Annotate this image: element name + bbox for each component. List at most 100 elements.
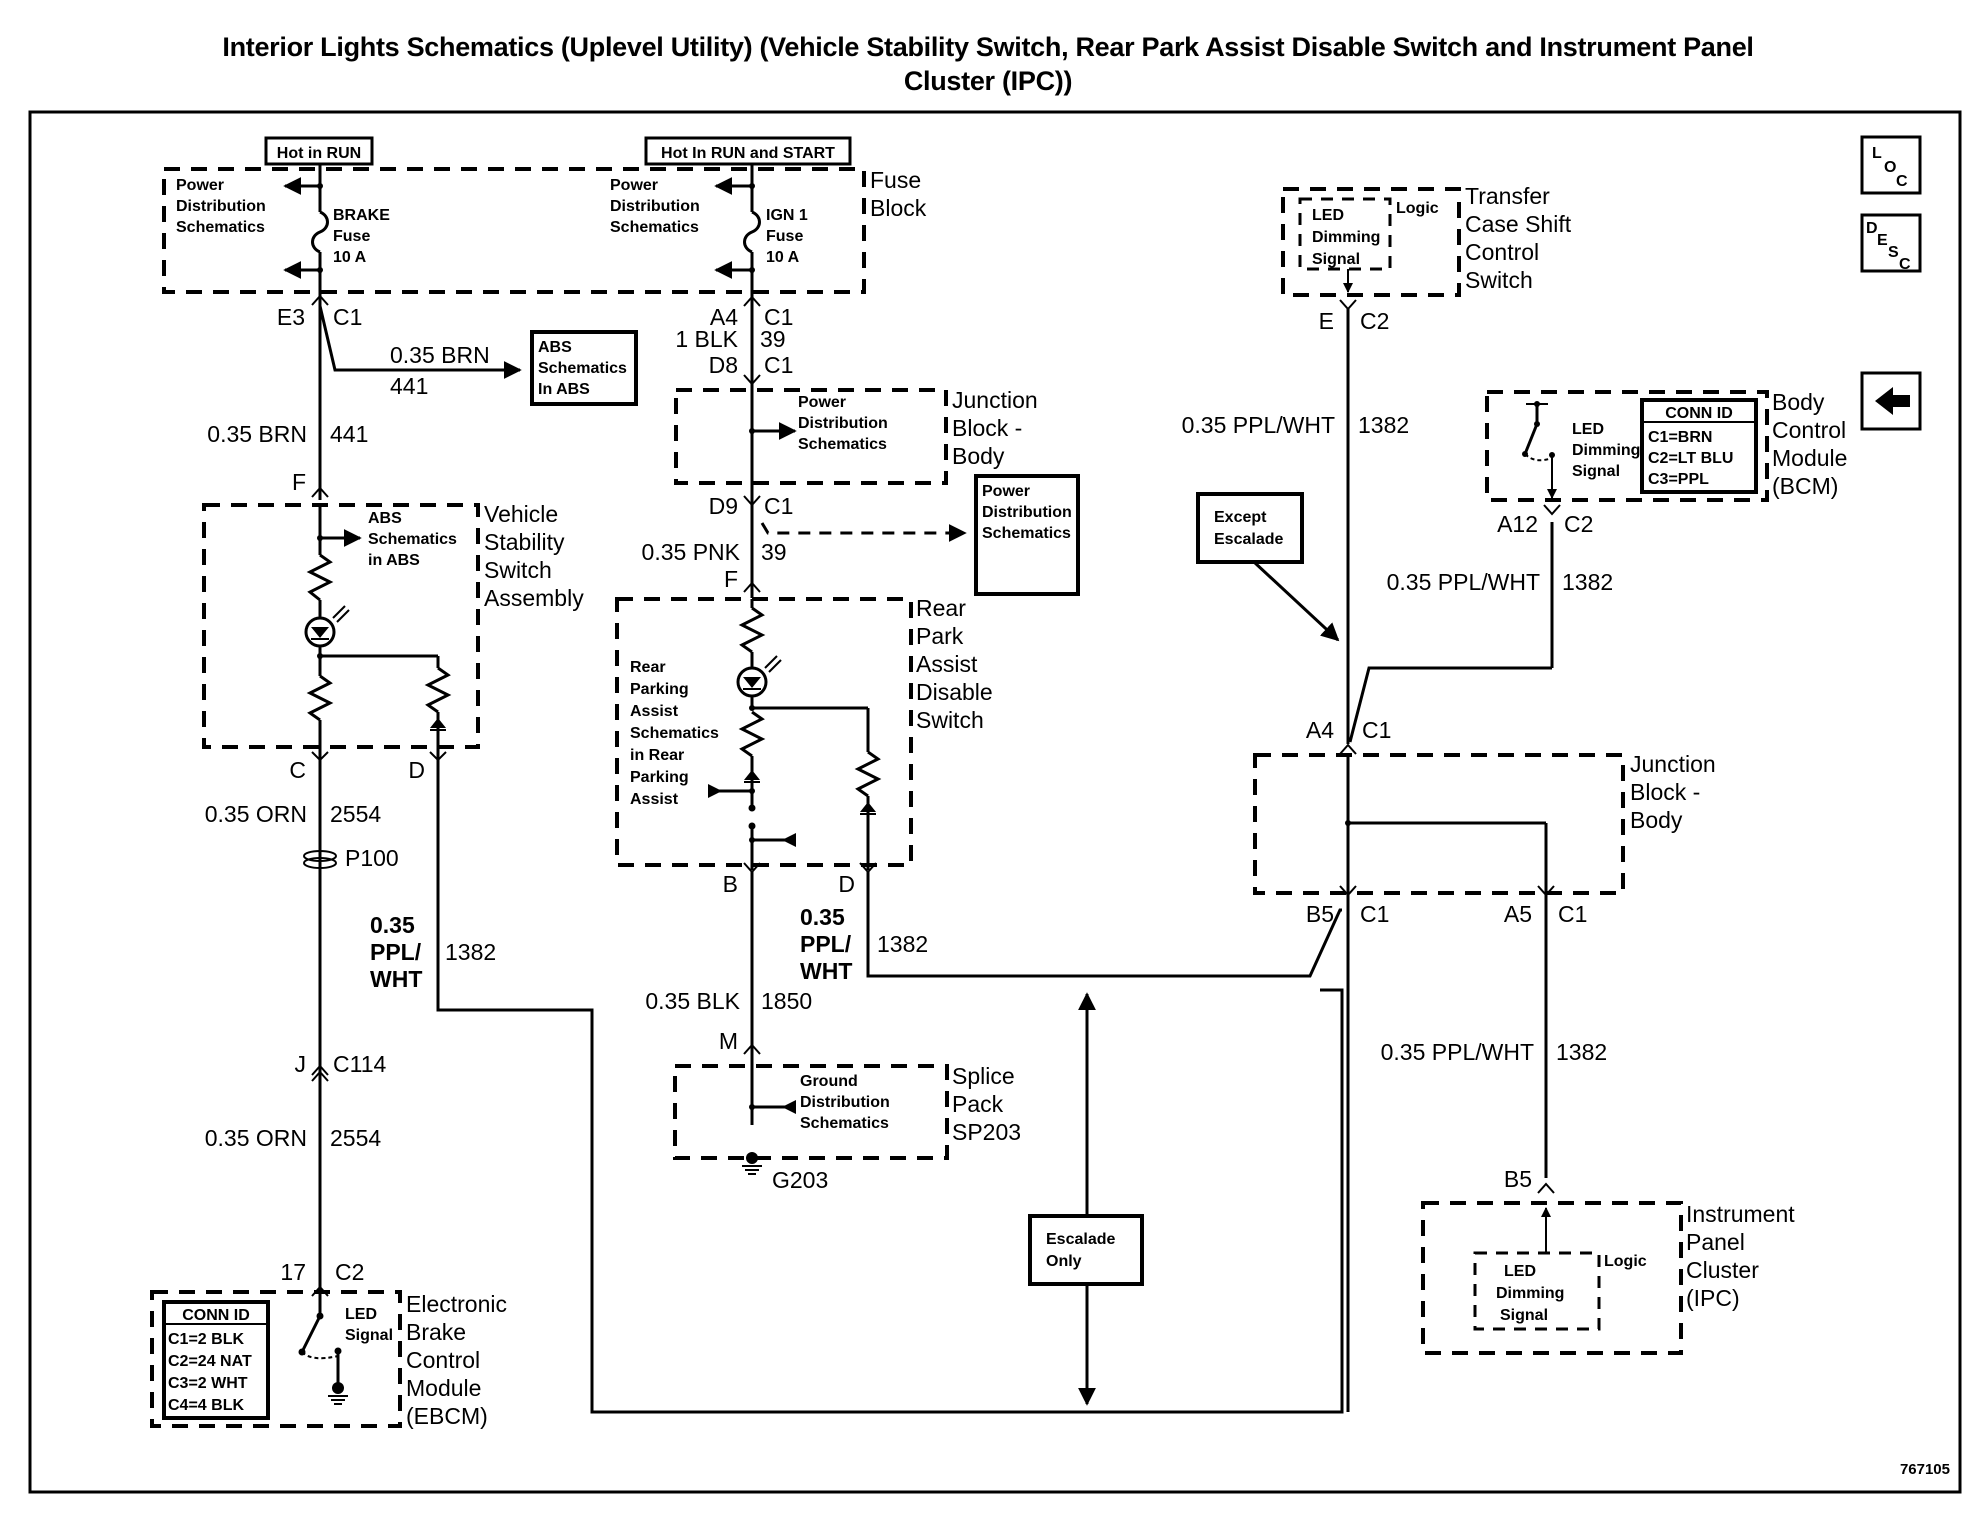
svg-text:1382: 1382 <box>1358 412 1409 438</box>
escalade-only-box: Escalade Only <box>1028 992 1144 1406</box>
svg-text:C2: C2 <box>1564 511 1593 537</box>
svg-text:Distribution: Distribution <box>982 504 1072 521</box>
svg-text:LED: LED <box>1504 1263 1536 1280</box>
rpa-pin-f: F <box>724 566 738 592</box>
wire-label-ppl-wht-1382-tcs: 0.35 PPL/WHT 1382 <box>1182 412 1410 438</box>
svg-text:C: C <box>1899 256 1911 273</box>
wire-label-blk-39: 1 BLK 39 <box>675 326 785 352</box>
svg-text:D: D <box>838 871 855 897</box>
splice-p100-label: P100 <box>345 845 399 871</box>
svg-text:Brake: Brake <box>406 1319 466 1345</box>
svg-text:Block -: Block - <box>1630 779 1700 805</box>
svg-text:Block: Block <box>870 195 927 221</box>
page-title: Interior Lights Schematics (Uplevel Util… <box>0 30 1976 98</box>
vss-pin-f: F <box>292 469 306 495</box>
ebcm-conn-id-table: CONN ID C1=2 BLK C2=24 NAT C3=2 WHT C4=4… <box>162 1300 270 1420</box>
svg-text:1382: 1382 <box>1562 569 1613 595</box>
svg-text:IGN 1: IGN 1 <box>766 207 808 224</box>
svg-text:Distribution: Distribution <box>798 415 888 432</box>
brake-fuse: BRAKE Fuse 10 A <box>283 164 390 300</box>
svg-text:C1=BRN: C1=BRN <box>1648 429 1712 446</box>
hot-in-run-label: Hot in RUN <box>264 136 374 166</box>
svg-text:Park: Park <box>916 623 964 649</box>
diode-icon <box>430 718 446 728</box>
svg-text:Electronic: Electronic <box>406 1291 507 1317</box>
wire-label-ppl-wht-1382-center: 0.35 PPL/ WHT 1382 <box>800 904 928 984</box>
svg-text:ABS: ABS <box>368 510 402 527</box>
svg-text:(EBCM): (EBCM) <box>406 1403 488 1429</box>
resistor-icon <box>738 606 766 654</box>
svg-text:Switch: Switch <box>916 707 984 733</box>
svg-text:Signal: Signal <box>1500 1307 1548 1324</box>
wire-label-orn-2554-upper: 0.35 ORN 2554 <box>205 801 382 827</box>
svg-text:B5: B5 <box>1306 901 1334 927</box>
wire-label-ppl-wht-1382-ipc: 0.35 PPL/WHT 1382 <box>1381 1039 1608 1065</box>
except-escalade-box: Except Escalade <box>1196 492 1340 642</box>
desc-icon[interactable]: D E S C <box>1860 213 1922 273</box>
svg-text:Fuse: Fuse <box>766 228 803 245</box>
svg-text:441: 441 <box>330 421 368 447</box>
svg-text:Schematics: Schematics <box>798 436 887 453</box>
connector-e-c2: E C2 <box>1319 299 1389 334</box>
svg-text:Schematics: Schematics <box>610 219 699 236</box>
svg-text:A4: A4 <box>1306 717 1334 743</box>
rear-park-assist-disable-switch: Rear Park Assist Disable Switch Rear Par… <box>615 595 993 870</box>
svg-text:C1=2 BLK: C1=2 BLK <box>168 1331 244 1348</box>
svg-text:WHT: WHT <box>370 966 422 992</box>
switch-icon <box>1522 401 1557 499</box>
svg-text:0.35 ORN: 0.35 ORN <box>205 801 307 827</box>
loc-icon[interactable]: L O C <box>1860 135 1922 195</box>
wire-label-blk-1850: 0.35 BLK 1850 <box>645 988 812 1014</box>
svg-text:0.35 BLK: 0.35 BLK <box>645 988 740 1014</box>
svg-text:Dimming: Dimming <box>1496 1285 1564 1302</box>
svg-text:Assist: Assist <box>916 651 978 677</box>
svg-text:SP203: SP203 <box>952 1119 1021 1145</box>
svg-text:Switch: Switch <box>1465 267 1533 293</box>
svg-text:E: E <box>1877 232 1888 249</box>
svg-text:Hot In RUN and START: Hot In RUN and START <box>661 145 835 162</box>
svg-text:S: S <box>1888 244 1899 261</box>
svg-text:(BCM): (BCM) <box>1772 473 1838 499</box>
svg-text:Assist: Assist <box>630 791 679 808</box>
svg-text:C1: C1 <box>1360 901 1389 927</box>
svg-text:0.35 ORN: 0.35 ORN <box>205 1125 307 1151</box>
svg-text:Case Shift: Case Shift <box>1465 211 1572 237</box>
svg-text:C1: C1 <box>764 352 793 378</box>
svg-text:Escalade: Escalade <box>1214 531 1283 548</box>
svg-text:Only: Only <box>1046 1253 1082 1270</box>
svg-text:C2=24 NAT: C2=24 NAT <box>168 1353 252 1370</box>
svg-text:Escalade: Escalade <box>1046 1231 1115 1248</box>
bcm-conn-id-table: CONN ID C1=BRN C2=LT BLU C3=PPL <box>1640 398 1758 494</box>
svg-text:Schematics: Schematics <box>176 219 265 236</box>
switch-icon <box>298 1292 342 1385</box>
svg-text:ABS: ABS <box>538 339 572 356</box>
svg-text:Distribution: Distribution <box>176 198 266 215</box>
pds-ref-left: Power Distribution Schematics <box>176 177 266 236</box>
svg-text:CONN ID: CONN ID <box>182 1307 250 1324</box>
svg-text:Schematics: Schematics <box>800 1115 889 1132</box>
svg-text:Schematics: Schematics <box>368 531 457 548</box>
connector-b5-c1: B5 C1 <box>1306 901 1390 927</box>
svg-text:Assist: Assist <box>630 703 679 720</box>
svg-text:Power: Power <box>610 177 658 194</box>
svg-text:D: D <box>408 757 425 783</box>
svg-text:(IPC): (IPC) <box>1686 1285 1740 1311</box>
svg-text:C1: C1 <box>333 304 362 330</box>
svg-text:Power: Power <box>982 483 1030 500</box>
svg-text:Module: Module <box>1772 445 1847 471</box>
svg-text:D8: D8 <box>709 352 738 378</box>
back-arrow-icon[interactable] <box>1860 371 1922 431</box>
junction-block-body-center: Junction Block - Body Power Distribution… <box>674 387 1038 485</box>
svg-text:17: 17 <box>280 1259 306 1285</box>
svg-text:BRAKE: BRAKE <box>333 207 390 224</box>
svg-text:PPL/: PPL/ <box>370 939 422 965</box>
svg-text:Control: Control <box>1772 417 1846 443</box>
svg-text:Ground: Ground <box>800 1073 858 1090</box>
svg-text:Parking: Parking <box>630 769 689 786</box>
svg-text:Body: Body <box>952 443 1005 469</box>
svg-text:Except: Except <box>1214 509 1267 526</box>
svg-text:Rear: Rear <box>630 659 666 676</box>
svg-text:Assembly: Assembly <box>484 585 584 611</box>
svg-text:in Rear: in Rear <box>630 747 684 764</box>
svg-text:Power: Power <box>176 177 224 194</box>
